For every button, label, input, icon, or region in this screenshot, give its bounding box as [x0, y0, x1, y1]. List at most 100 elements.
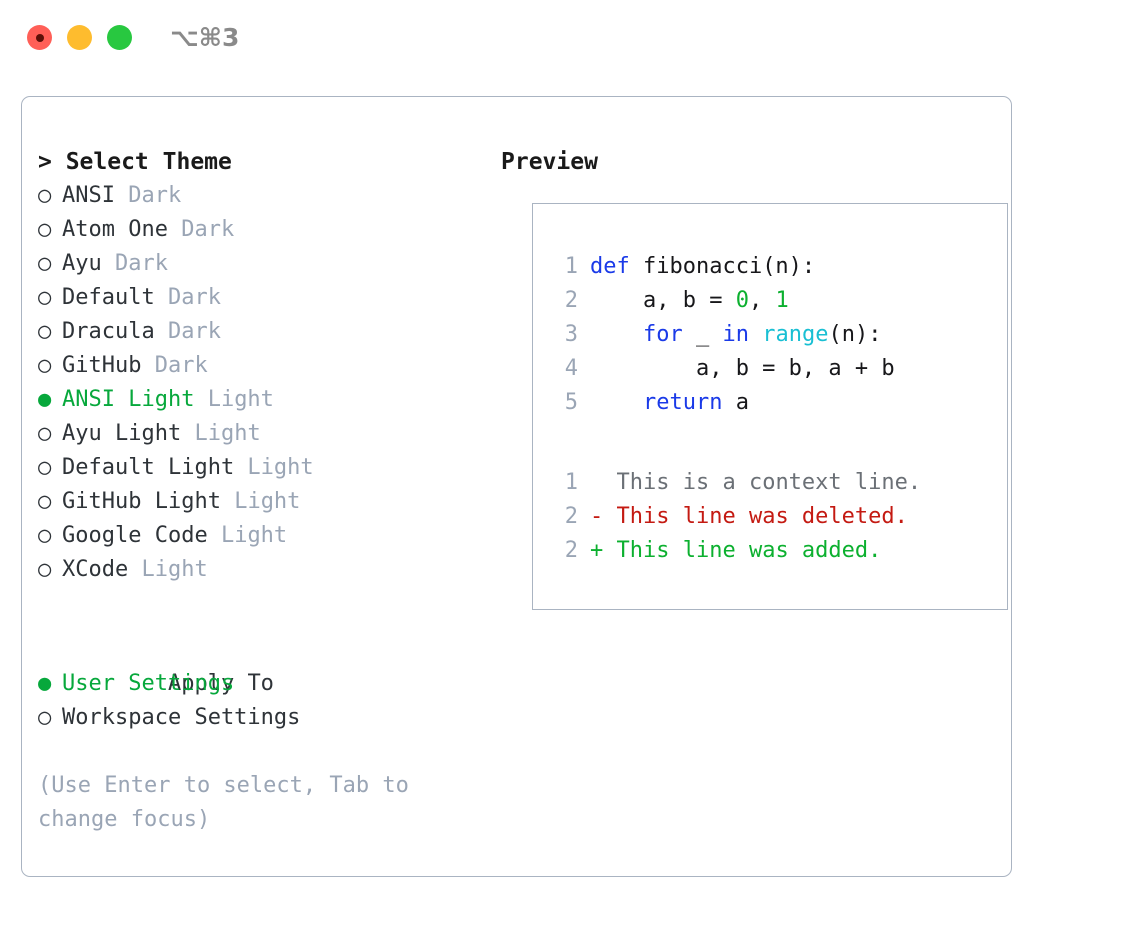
close-button[interactable] [27, 25, 52, 50]
theme-option-tag: Light [181, 421, 261, 446]
line-number: 3 [564, 322, 578, 347]
theme-option-tag: Dark [154, 319, 221, 344]
theme-option-tag: Light [220, 489, 301, 514]
spacer [38, 735, 488, 769]
radio-unselected-icon: ○ [38, 217, 52, 242]
apply-to-option-label: User Settings [62, 671, 235, 696]
preview-heading: Preview [501, 149, 598, 175]
theme-option-dracula[interactable]: ○Dracula Dark [38, 315, 488, 349]
line-number: 5 [564, 390, 578, 415]
theme-option-github-light[interactable]: ○ GitHub Light Light [38, 485, 488, 519]
diff-marker [590, 470, 617, 495]
line-number: 4 [564, 356, 578, 381]
code-token: (n): [828, 322, 882, 347]
preview-column: Preview 1 def fibonacci(n): 2 a, b = 0, 1 3… [501, 145, 1008, 610]
theme-option-default-light[interactable]: ○ Default Light Light [38, 451, 488, 485]
radio-unselected-icon: ○ [38, 489, 52, 514]
code-token [590, 390, 643, 415]
code-token [590, 322, 643, 347]
main-panel: > Select Theme ○ANSI Dark○Atom One Dark○… [21, 96, 1012, 877]
theme-option-tag: Light [234, 455, 314, 480]
radio-unselected-icon: ○ [38, 523, 52, 548]
code-token: def [590, 254, 643, 279]
apply-to-heading-row: ○Apply To [38, 633, 488, 696]
theme-option-tag: Light [194, 387, 274, 412]
traffic-lights [27, 25, 132, 50]
theme-option-label: Default Light [62, 455, 235, 480]
theme-option-label: Ayu Light [62, 421, 182, 446]
theme-option-ansi-light[interactable]: ● ANSI Light Light [38, 383, 488, 417]
theme-option-tag: Light [207, 523, 288, 548]
code-token [749, 322, 762, 347]
line-number: 1 [564, 254, 578, 279]
diff-text: This is a context line. [616, 470, 922, 495]
code-line: 5 return a [554, 386, 994, 420]
radio-unselected-icon: ○ [38, 353, 52, 378]
theme-option-ansi[interactable]: ○ANSI Dark [38, 179, 488, 213]
select-theme-heading: > Select Theme [38, 149, 232, 175]
minimize-button[interactable] [67, 25, 92, 50]
spacer [554, 420, 994, 466]
line-number: 2 [564, 504, 578, 529]
diff-marker: - [590, 504, 617, 529]
maximize-button[interactable] [107, 25, 132, 50]
theme-option-label: ANSI [62, 183, 115, 208]
keyboard-hint: (Use Enter to select, Tab to change focu… [38, 773, 409, 832]
code-token: in [722, 322, 749, 347]
theme-option-label: Google Code [62, 523, 208, 548]
apply-to-option-label: Workspace Settings [62, 705, 301, 730]
theme-option-label: XCode [62, 557, 129, 582]
code-line: 4 a, b = b, a + b [554, 352, 994, 386]
code-token: for [642, 322, 683, 347]
spacer [38, 587, 488, 633]
radio-unselected-icon: ○ [38, 319, 52, 344]
code-token: , [748, 288, 776, 313]
theme-option-label: Default [62, 285, 155, 310]
code-token: a [722, 390, 749, 415]
code-token: fibonacci(n): [642, 254, 816, 279]
theme-option-default[interactable]: ○ Default Dark [38, 281, 488, 315]
code-line: 2 a, b = 0, 1 [554, 284, 994, 318]
apply-to-option-workspace-settings[interactable]: ○ Workspace Settings [38, 701, 488, 735]
theme-option-atom-one[interactable]: ○Atom One Dark [38, 213, 488, 247]
line-number: 2 [564, 538, 578, 563]
theme-option-list[interactable]: ○ ANSI Dark ○ Atom One Dark ○ Ayu Dark ○ Defaul… [38, 179, 488, 587]
diff-text: This line was deleted. [616, 504, 908, 529]
radio-unselected-icon: ○ [38, 251, 52, 276]
theme-option-tag: Dark [154, 285, 221, 310]
theme-option-label: Atom One [62, 217, 168, 242]
code-token: 1 [775, 288, 789, 313]
code-token: range [762, 322, 829, 347]
theme-option-label: Ayu [62, 251, 102, 276]
line-number: 1 [564, 470, 578, 495]
theme-option-tag: Dark [101, 251, 168, 276]
diff-line-ctx: 1 This is a context line. [554, 466, 994, 500]
theme-option-label: GitHub Light [62, 489, 221, 514]
theme-selector-column: > Select Theme ○ANSI Dark○Atom One Dark○… [38, 145, 488, 837]
apply-to-option-user-settings[interactable]: ● User Settings [38, 667, 488, 701]
radio-unselected-icon: ○ [38, 705, 52, 730]
code-token: 0 [735, 288, 749, 313]
radio-unselected-icon: ○ [38, 455, 52, 480]
window-title: ⌥⌘3 [170, 23, 240, 52]
radio-unselected-icon: ○ [38, 285, 52, 310]
radio-selected-icon: ● [38, 387, 52, 412]
theme-option-tag: Light [128, 557, 208, 582]
code-token: a, b = b, a + b [590, 356, 895, 381]
apply-to-heading: Apply To [167, 671, 274, 696]
theme-option-xcode[interactable]: ○XCode Light [38, 553, 488, 587]
theme-option-github[interactable]: ○GitHub Dark [38, 349, 488, 383]
theme-option-label: GitHub [62, 353, 142, 378]
radio-unselected-icon: ○ [38, 183, 52, 208]
theme-option-ayu[interactable]: ○ Ayu Dark [38, 247, 488, 281]
theme-option-ayu-light[interactable]: ○Ayu Light Light [38, 417, 488, 451]
theme-option-google-code[interactable]: ○ Google Code Light [38, 519, 488, 553]
diff-line-del: 2- This line was deleted. [554, 500, 994, 534]
diff-text: This line was added. [616, 538, 882, 563]
theme-option-label: ANSI Light [62, 387, 195, 412]
title-bar: ⌥⌘3 [0, 0, 1140, 78]
apply-to-option-list[interactable]: ● User Settings ○ Workspace Settings [38, 667, 488, 735]
radio-selected-icon: ● [38, 671, 52, 696]
